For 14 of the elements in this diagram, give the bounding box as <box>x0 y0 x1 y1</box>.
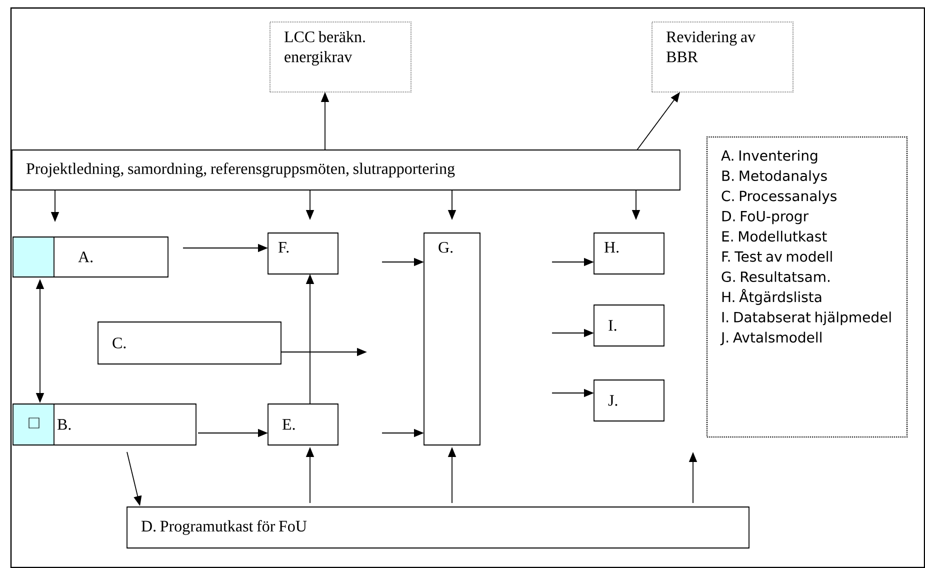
process-box: D. Programutkast för FoU <box>126 506 750 548</box>
process-box: H. <box>594 232 664 274</box>
legend-box: A. Inventering B. Metodanalys C. Processanalys D. FoU-progr E. Modellutkast F. Test av modell G. Resultatsam. H. Åtgärdslista I. Databserat hjälpmedel J. Avtalsmodell <box>706 136 908 438</box>
process-box: E. <box>268 404 338 446</box>
process-box: G. <box>424 232 480 446</box>
process-box: I. <box>594 304 664 346</box>
note-box: LCC beräkn. energikrav <box>270 22 412 92</box>
process-box: C. <box>98 322 282 364</box>
process-box: A. <box>12 236 168 278</box>
process-box: J. <box>594 380 664 422</box>
process-box: F. <box>268 232 338 274</box>
process-box: Projektledning, samordning, referensgruppsmöten, slutrapportering <box>12 150 680 190</box>
process-box: B. <box>12 404 196 446</box>
note-box: Revidering av BBR <box>652 22 794 92</box>
